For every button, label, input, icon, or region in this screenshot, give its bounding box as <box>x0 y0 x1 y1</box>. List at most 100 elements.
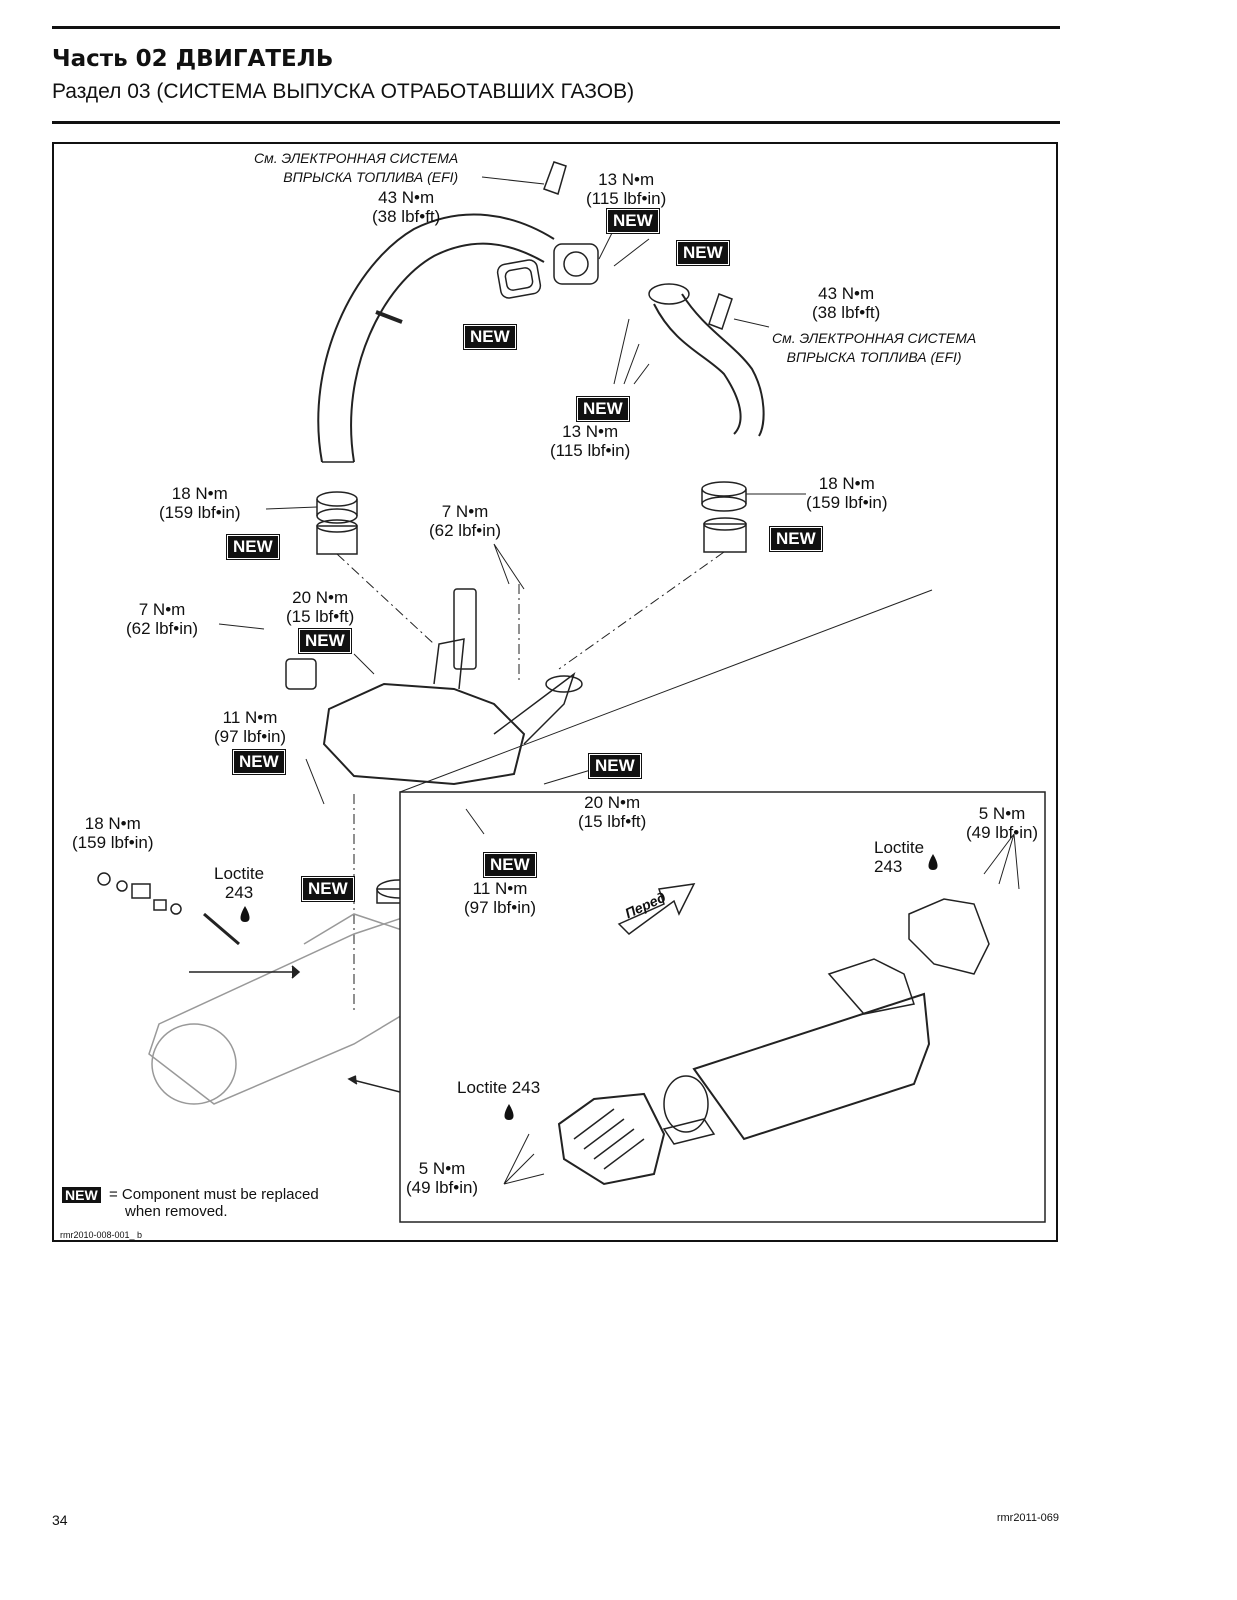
efi-line-2: ВПРЫСКА ТОПЛИВА (EFI) <box>283 169 459 185</box>
oxygen-sensor-front <box>543 161 567 195</box>
front-gasket <box>496 259 542 299</box>
torque-imperial: (159 lbf•in) <box>806 493 888 512</box>
figure-code: rmr2010-008-001_ b <box>60 1230 143 1240</box>
header-rule-bottom <box>52 121 1060 124</box>
new-tag: NEW <box>463 324 517 350</box>
new-tag: NEW <box>676 240 730 266</box>
torque-nm: 11 N•m <box>222 708 278 727</box>
page-number: 34 <box>52 1512 68 1528</box>
torque-imperial: (15 lbf•ft) <box>578 812 647 831</box>
loctite-drop-left <box>240 906 250 922</box>
new-tag: NEW <box>483 852 537 878</box>
end-cap <box>557 1092 666 1186</box>
efi-line-1: См. ЭЛЕКТРОННАЯ СИСТЕМА <box>772 330 977 346</box>
sleeve-right <box>703 523 747 553</box>
torque-label-5-inset: 5 N•m (49 lbf•in) <box>406 1159 478 1197</box>
torque-label-20-lower: 20 N•m (15 lbf•ft) <box>578 793 646 831</box>
torque-nm: 18 N•m <box>84 814 141 833</box>
torque-label-7-center: 7 N•m (62 lbf•in) <box>429 502 501 540</box>
torque-nm: 18 N•m <box>818 474 875 493</box>
torque-label-7-left: 7 N•m (62 lbf•in) <box>126 600 198 638</box>
torque-imperial: (62 lbf•in) <box>126 619 199 638</box>
torque-imperial: (49 lbf•in) <box>966 823 1039 842</box>
loctite-number: 243 <box>874 857 903 876</box>
torque-imperial: (62 lbf•in) <box>429 521 502 540</box>
loctite-number: 243 <box>224 883 254 902</box>
torque-label-43-right: 43 N•m (38 lbf•ft) <box>812 284 880 322</box>
torque-label-13-mid: 13 N•m (115 lbf•in) <box>550 422 630 460</box>
torque-imperial: (159 lbf•in) <box>159 503 241 522</box>
oxygen-sensor-rear <box>708 293 733 330</box>
legend-text-line-1: = Component must be replaced <box>109 1186 319 1203</box>
legend-new-tag: NEW <box>62 1187 101 1203</box>
part-title: Часть 02 ДВИГАТЕЛЬ <box>52 46 334 72</box>
new-tag: NEW <box>226 534 280 560</box>
new-tag: NEW <box>301 876 355 902</box>
loctite-label-left: Loctite 243 <box>214 864 264 902</box>
torque-imperial: (97 lbf•in) <box>464 898 537 917</box>
center-muffler <box>322 682 526 786</box>
torque-label-18-bottom: 18 N•m (159 lbf•in) <box>72 814 154 852</box>
torque-imperial: (115 lbf•in) <box>550 441 631 460</box>
torque-nm: 7 N•m <box>441 502 489 521</box>
exploded-view-drawing <box>97 161 1046 1223</box>
front-direction-arrow <box>617 883 696 935</box>
torque-imperial: (38 lbf•ft) <box>372 207 441 226</box>
heat-shield <box>453 588 477 670</box>
efi-reference-label-2: См. ЭЛЕКТРОННАЯ СИСТЕМА ВПРЫСКА ТОПЛИВА … <box>772 329 976 367</box>
torque-nm: 43 N•m <box>378 188 435 207</box>
efi-reference-label-1: См. ЭЛЕКТРОННАЯ СИСТЕМА ВПРЫСКА ТОПЛИВА … <box>254 149 458 187</box>
new-tag: NEW <box>298 628 352 654</box>
torque-nm: 20 N•m <box>292 588 349 607</box>
legend-text-line-2: when removed. <box>125 1203 228 1220</box>
torque-nm: 7 N•m <box>138 600 186 619</box>
torque-label-18-right: 18 N•m (159 lbf•in) <box>806 474 888 512</box>
section-title: Раздел 03 (СИСТЕМА ВЫПУСКА ОТРАБОТАВШИХ … <box>52 80 635 103</box>
loctite-name: Loctite <box>214 864 265 883</box>
torque-imperial: (49 lbf•in) <box>406 1178 479 1197</box>
torque-label-13-top: 13 N•m (115 lbf•in) <box>586 170 666 208</box>
clamp-left <box>316 491 358 507</box>
torque-nm: 18 N•m <box>171 484 228 503</box>
new-tag: NEW <box>769 526 823 552</box>
torque-nm: 13 N•m <box>598 170 655 189</box>
torque-label-18-left: 18 N•m (159 lbf•in) <box>159 484 241 522</box>
torque-imperial: (159 lbf•in) <box>72 833 154 852</box>
torque-label-20-upper: 20 N•m (15 lbf•ft) <box>286 588 354 626</box>
rear-exhaust-pipe <box>653 303 742 435</box>
torque-nm: 43 N•m <box>818 284 875 303</box>
torque-label-43-left: 43 N•m (38 lbf•ft) <box>372 188 440 226</box>
efi-line-1: См. ЭЛЕКТРОННАЯ СИСТЕМА <box>254 150 459 166</box>
new-tag: NEW <box>576 396 630 422</box>
new-tag: NEW <box>232 749 286 775</box>
new-tag: NEW <box>606 208 660 234</box>
torque-imperial: (97 lbf•in) <box>214 727 287 746</box>
loctite-drop-inset <box>504 1104 514 1120</box>
torque-label-11-right: 11 N•m (97 lbf•in) <box>464 879 536 917</box>
efi-line-2: ВПРЫСКА ТОПЛИВА (EFI) <box>786 349 962 365</box>
loctite-name: Loctite <box>874 838 925 857</box>
rubber-mount <box>285 658 317 690</box>
header-rule-top <box>52 26 1060 29</box>
torque-nm: 13 N•m <box>562 422 619 441</box>
torque-label-5-right: 5 N•m (49 lbf•in) <box>966 804 1038 842</box>
loctite-label-right: Loctite 243 <box>874 838 924 876</box>
rear-muffler <box>692 992 931 1141</box>
front-exhaust-pipe <box>317 213 555 463</box>
torque-imperial: (115 lbf•in) <box>586 189 667 208</box>
torque-nm: 5 N•m <box>418 1159 466 1178</box>
loctite-drop-right <box>928 854 938 870</box>
torque-nm: 11 N•m <box>472 879 528 898</box>
torque-nm: 5 N•m <box>978 804 1026 823</box>
muffler-heatshield <box>908 898 990 975</box>
exhaust-system-diagram: См. ЭЛЕКТРОННАЯ СИСТЕМА ВПРЫСКА ТОПЛИВА … <box>52 142 1058 1242</box>
new-tag: NEW <box>588 753 642 779</box>
document-number: rmr2011-069 <box>996 1512 1059 1524</box>
torque-imperial: (38 lbf•ft) <box>812 303 881 322</box>
loctite-name: Loctite 243 <box>457 1078 541 1097</box>
loctite-label-inset: Loctite 243 <box>457 1078 540 1097</box>
torque-label-11-left: 11 N•m (97 lbf•in) <box>214 708 286 746</box>
torque-nm: 20 N•m <box>584 793 641 812</box>
clamp-right <box>701 481 747 497</box>
torque-imperial: (15 lbf•ft) <box>286 607 355 626</box>
